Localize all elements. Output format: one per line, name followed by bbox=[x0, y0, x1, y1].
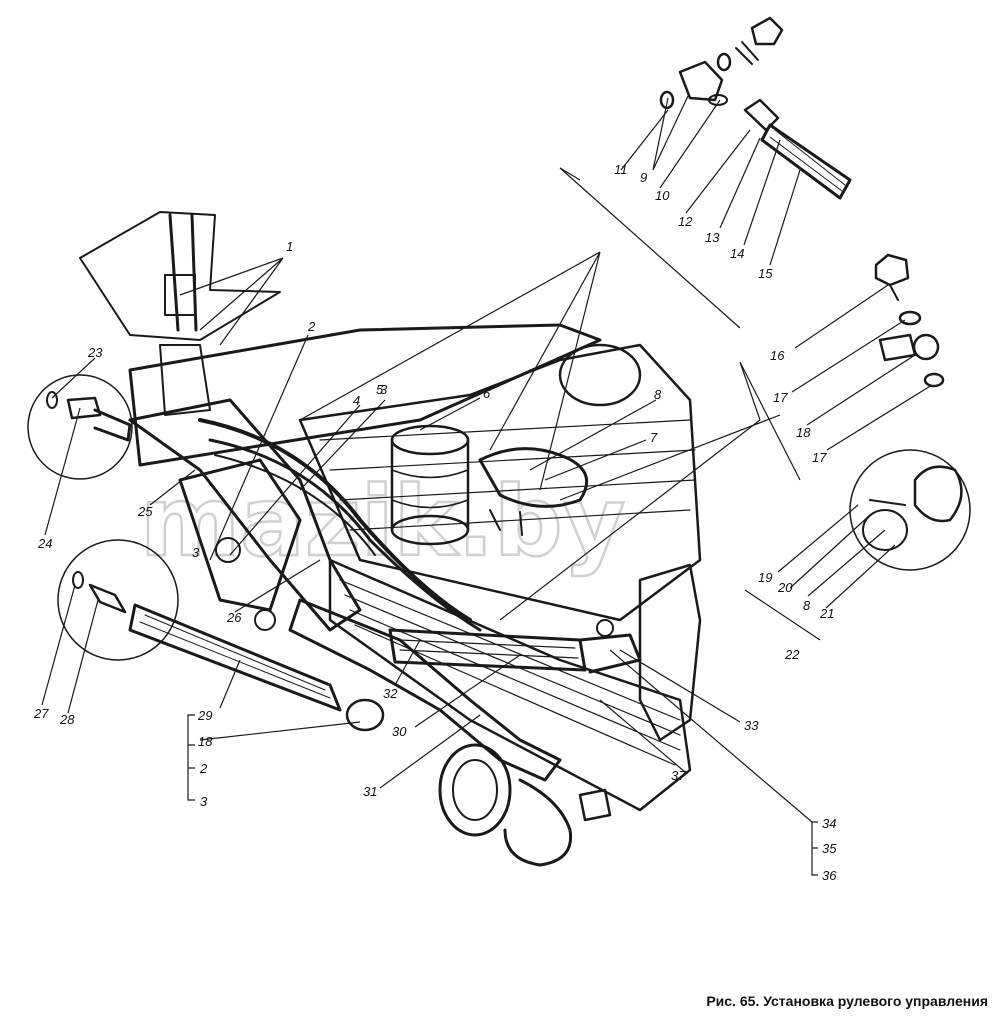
callout-6: 6 bbox=[483, 386, 491, 401]
callout-20: 20 bbox=[777, 580, 793, 595]
callout-4: 4 bbox=[353, 393, 360, 408]
callout-8b: 8 bbox=[803, 598, 811, 613]
figure-caption: Рис. 65. Установка рулевого управления bbox=[706, 993, 988, 1009]
callout-26: 26 bbox=[226, 610, 242, 625]
callout-18b: 18 bbox=[198, 734, 213, 749]
callout-19: 19 bbox=[758, 570, 772, 585]
callout-18: 18 bbox=[796, 425, 811, 440]
callout-5: 5 bbox=[376, 382, 384, 397]
callout-33: 33 bbox=[744, 718, 759, 733]
chassis-assembly bbox=[79, 211, 702, 867]
callout-13: 13 bbox=[705, 230, 720, 245]
callout-27: 27 bbox=[33, 706, 49, 721]
callout-12: 12 bbox=[678, 214, 693, 229]
callout-30: 30 bbox=[392, 724, 407, 739]
callout-1: 1 bbox=[286, 239, 293, 254]
callout-29: 29 bbox=[197, 708, 212, 723]
callout-32: 32 bbox=[383, 686, 398, 701]
callout-3c: 3 bbox=[200, 794, 208, 809]
detail-circle-left-upper bbox=[27, 374, 133, 480]
callout-2: 2 bbox=[307, 319, 316, 334]
callout-17a: 17 bbox=[773, 390, 788, 405]
detail-circle-hose-clamp bbox=[849, 449, 971, 571]
callout-24: 24 bbox=[37, 536, 52, 551]
callout-28: 28 bbox=[59, 712, 75, 727]
callout-numbers: 1 2 3 4 5 6 7 8 9 10 11 12 13 14 15 16 1… bbox=[33, 162, 837, 883]
callout-22: 22 bbox=[784, 647, 800, 662]
callout-36: 36 bbox=[822, 868, 837, 883]
callout-11: 11 bbox=[614, 162, 628, 177]
callout-3b: 3 bbox=[192, 545, 200, 560]
callout-16: 16 bbox=[770, 348, 785, 363]
callout-9: 9 bbox=[640, 170, 647, 185]
callout-10: 10 bbox=[655, 188, 670, 203]
callout-15: 15 bbox=[758, 266, 773, 281]
detail-circle-left-lower bbox=[57, 539, 385, 732]
callout-8: 8 bbox=[654, 387, 662, 402]
callout-7: 7 bbox=[650, 430, 658, 445]
callout-23: 23 bbox=[87, 345, 103, 360]
watermark-text: mazik.by bbox=[140, 466, 625, 578]
callout-34: 34 bbox=[822, 816, 836, 831]
exploded-hose-fittings-top bbox=[659, 16, 852, 200]
callout-lines bbox=[41, 95, 933, 876]
callout-21: 21 bbox=[819, 606, 834, 621]
callout-2b: 2 bbox=[199, 761, 208, 776]
exploded-banjo-fitting bbox=[874, 253, 945, 388]
callout-17b: 17 bbox=[812, 450, 827, 465]
callout-14: 14 bbox=[730, 246, 744, 261]
callout-37: 37 bbox=[671, 768, 686, 783]
callout-25: 25 bbox=[137, 504, 153, 519]
callout-35: 35 bbox=[822, 841, 837, 856]
callout-3: 3 bbox=[380, 382, 388, 397]
callout-31: 31 bbox=[363, 784, 377, 799]
